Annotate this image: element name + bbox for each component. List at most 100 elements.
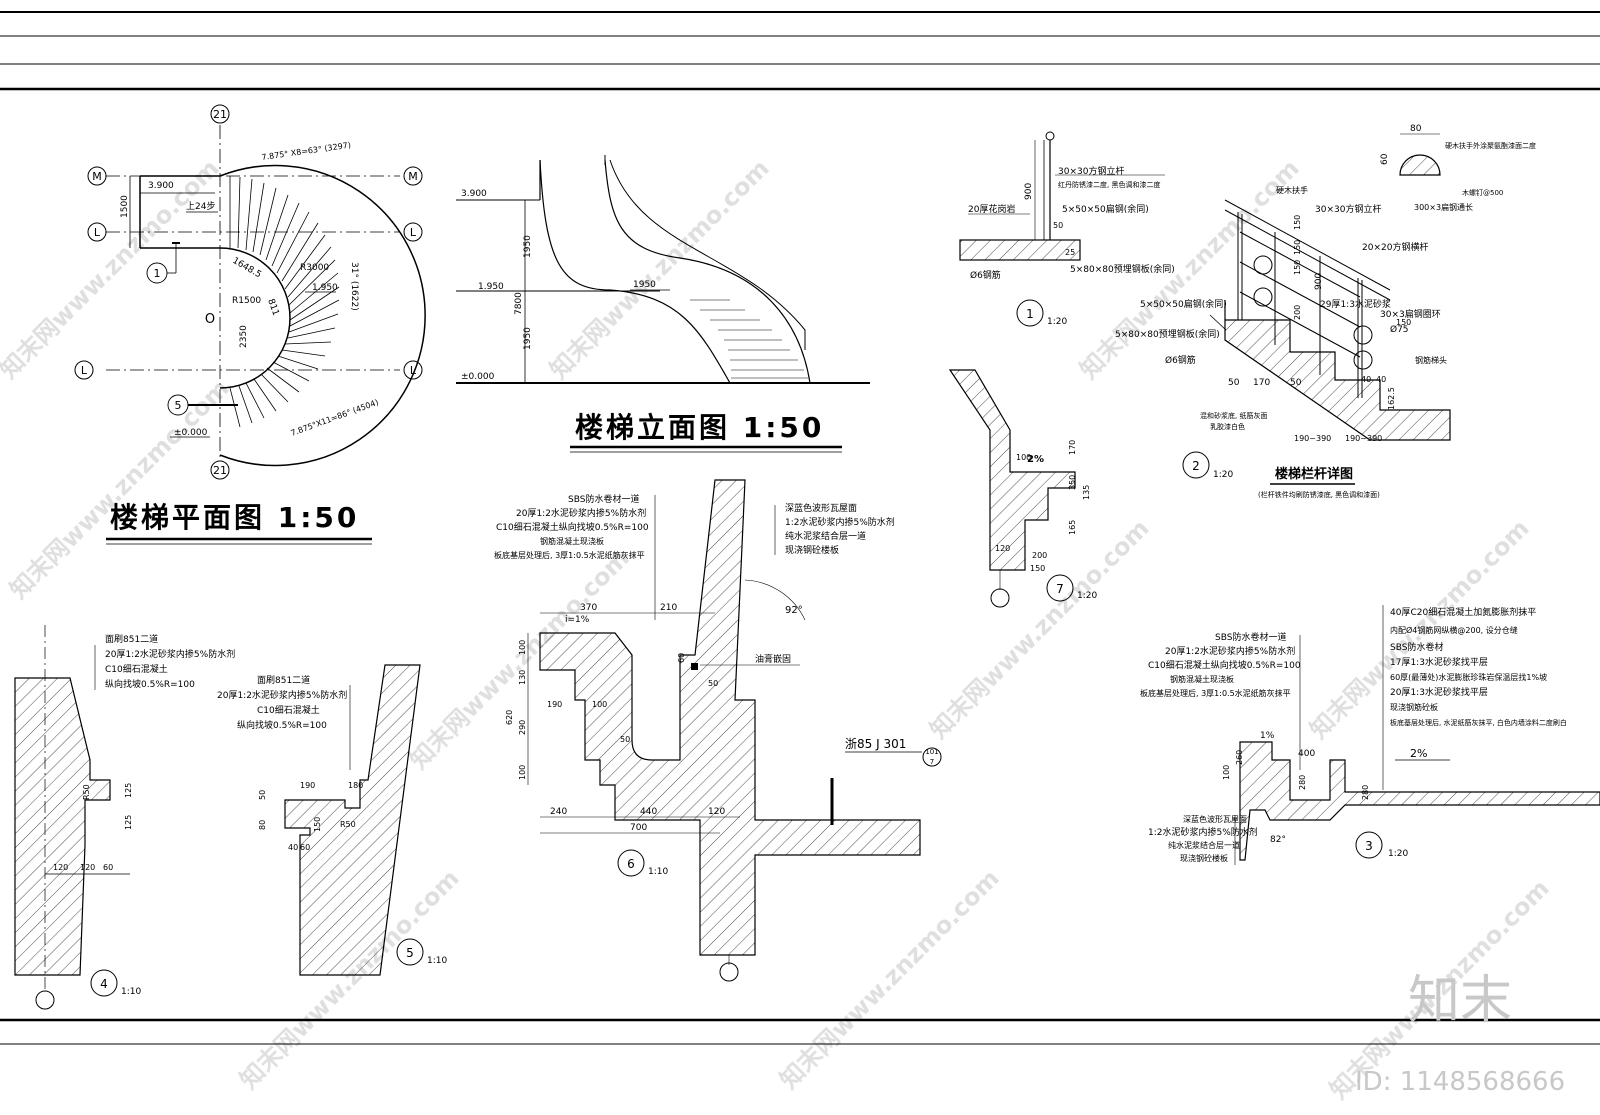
note: SBS防水卷材 xyxy=(1390,641,1443,653)
elevation-title: 楼梯立面图 1:50 xyxy=(575,411,824,444)
dim-label: 200 xyxy=(1293,305,1302,320)
dim-label: 7.875° X8=63° (3297) xyxy=(261,141,351,162)
detail-1-railing-base: 900 30×30方钢立杆 红丹防锈漆二度, 黑色调和漆二度 20厚花岗岩 5×… xyxy=(959,131,1175,327)
dim-label: 100 xyxy=(1222,765,1231,780)
axis-label: O xyxy=(205,312,215,327)
level-mark: 3.900 xyxy=(148,181,174,191)
stair-elevation: 3.900 1.950 ±0.000 1950 7800 1950 1950 楼… xyxy=(456,155,870,453)
dim-label: 811 xyxy=(265,298,280,318)
dim-label: R3000 xyxy=(300,263,329,273)
std-ref-sub: 101 xyxy=(925,748,938,756)
detail-scale: 1:20 xyxy=(1388,849,1408,859)
dim-label: 100 xyxy=(1016,453,1031,462)
note: 17厚1:3水泥砂浆找平层 xyxy=(1390,656,1488,668)
brand-logo: 知末 xyxy=(1408,971,1512,1031)
dim-label: 125 xyxy=(124,815,133,830)
dim-label: R1500 xyxy=(232,296,261,306)
dim-label: 1950 xyxy=(523,235,533,258)
dim-label: 150 xyxy=(1396,318,1411,327)
detail-ref: 7 xyxy=(1056,582,1064,596)
dim-label: 135 xyxy=(1082,485,1091,500)
section-ref: 1 xyxy=(154,267,161,280)
dim-label: 7800 xyxy=(514,292,524,315)
dim-label: 150 xyxy=(1293,260,1302,275)
note: 板底基层处理后, 3厚1:0.5水泥纸筋灰抹平 xyxy=(494,550,645,560)
note: 20×20方钢横杆 xyxy=(1362,241,1428,253)
angle-label: 82° xyxy=(1270,835,1286,845)
note: 20厚花岗岩 xyxy=(968,203,1015,215)
axis-label: L xyxy=(410,226,417,239)
level-mark: ±0.000 xyxy=(174,428,208,438)
dim-label: 190~390 xyxy=(1294,434,1331,443)
dim-label: 150 xyxy=(1030,564,1045,573)
note: 板底基层处理后, 3厚1:0.5水泥纸筋灰抹平 xyxy=(1140,688,1291,698)
note: 40厚C20细石混凝土加氮膨胀剂抹平 xyxy=(1390,606,1536,618)
slope-label: 2% xyxy=(1027,454,1044,465)
watermark-text: 知末网www.znzmo.com xyxy=(924,514,1154,744)
detail-subtitle: (栏杆铁件均刷防锈漆底, 黑色调和漆面) xyxy=(1258,490,1380,499)
note: 5×50×50扁钢(余同) xyxy=(1062,203,1149,215)
dim-label: 80 xyxy=(1410,124,1422,134)
dim-label: 1950 xyxy=(523,327,533,350)
detail-ref: 6 xyxy=(627,857,635,871)
dim-label: 50 xyxy=(1290,378,1302,388)
watermark-text: 知末网www.znzmo.com xyxy=(0,154,225,384)
note: Ø6钢筋 xyxy=(1165,354,1196,366)
detail-ref: 2 xyxy=(1192,459,1200,473)
dim-label: 50 xyxy=(708,679,718,688)
detail-6-gutter: SBS防水卷材一道 20厚1:2水泥砂浆内掺5%防水剂 C10细石混凝土纵向找坡… xyxy=(494,479,942,982)
note: 面刷851二道 xyxy=(257,674,310,686)
note: 5×80×80预埋钢板(余同) xyxy=(1115,328,1220,340)
dim-label: 25 xyxy=(1065,248,1075,257)
std-ref: 浙85 J 301 xyxy=(845,737,906,751)
note: 5×80×80预埋钢板(余同) xyxy=(1070,263,1175,275)
note: 纯水泥浆结合层一道 xyxy=(785,530,866,542)
note: 现浇钢砼楼板 xyxy=(1180,853,1228,863)
dim-label: 1500 xyxy=(120,195,130,218)
dim-label: 700 xyxy=(630,823,647,833)
section-ref: 5 xyxy=(175,399,182,412)
note: 20厚1:2水泥砂浆内掺5%防水剂 xyxy=(516,507,646,519)
detail-scale: 1:20 xyxy=(1077,591,1097,601)
std-ref-sub: 7 xyxy=(930,758,934,766)
axis-label: M xyxy=(408,170,418,183)
axis-label: L xyxy=(410,364,417,377)
detail-ref: 1 xyxy=(1026,307,1034,321)
note: SBS防水卷材一道 xyxy=(1215,631,1286,643)
dim-label: 120 xyxy=(80,863,95,872)
note: 纯水泥浆结合层一道 xyxy=(1168,840,1240,850)
detail-title: 楼梯栏杆详图 xyxy=(1275,466,1353,482)
detail-ref: 3 xyxy=(1365,839,1373,853)
note: 钢筋梯头 xyxy=(1415,355,1447,365)
detail-scale: 1:10 xyxy=(121,987,141,997)
level-mark: 1.950 xyxy=(478,282,504,292)
note: C10细石混凝土 xyxy=(257,704,320,716)
dim-label: 40 xyxy=(288,843,298,852)
dim-label: 180 xyxy=(348,781,363,790)
note: 硬木扶手外涂聚氨酯漆面二度 xyxy=(1445,141,1536,150)
dim-label: 80 xyxy=(258,820,267,830)
dim-label: 165 xyxy=(1068,520,1077,535)
dim-label: R50 xyxy=(340,820,356,829)
slope-label: 2% xyxy=(1410,747,1427,760)
dim-label: 370 xyxy=(580,603,597,613)
dim-label: 280 xyxy=(1298,775,1307,790)
detail-scale: 1:10 xyxy=(427,956,447,966)
note: 29厚1:3水泥砂浆 xyxy=(1320,298,1391,310)
note: C10细石混凝土 xyxy=(105,663,168,675)
dim-label: 125 xyxy=(124,783,133,798)
dim-label: 100 xyxy=(592,700,607,709)
dim-label: 50 xyxy=(1228,378,1240,388)
dim-label: 400 xyxy=(1298,749,1315,759)
note: 1:2水泥砂浆内掺5%防水剂 xyxy=(785,516,895,528)
watermark-text: 知末网www.znzmo.com xyxy=(774,864,1004,1094)
dim-label: 40 xyxy=(1361,375,1371,384)
axis-label: 21 xyxy=(213,108,227,121)
dim-label: 60 xyxy=(300,843,310,852)
dim-label: 31° (1622) xyxy=(349,262,359,311)
detail-scale: 1:20 xyxy=(1213,470,1233,480)
dim-label: 900 xyxy=(1314,273,1324,290)
note: 内配Ø4钢筋网纵横@200, 设分仓缝 xyxy=(1390,625,1518,635)
dim-label: 190 xyxy=(547,700,562,709)
dim-label: 260 xyxy=(1235,750,1244,765)
